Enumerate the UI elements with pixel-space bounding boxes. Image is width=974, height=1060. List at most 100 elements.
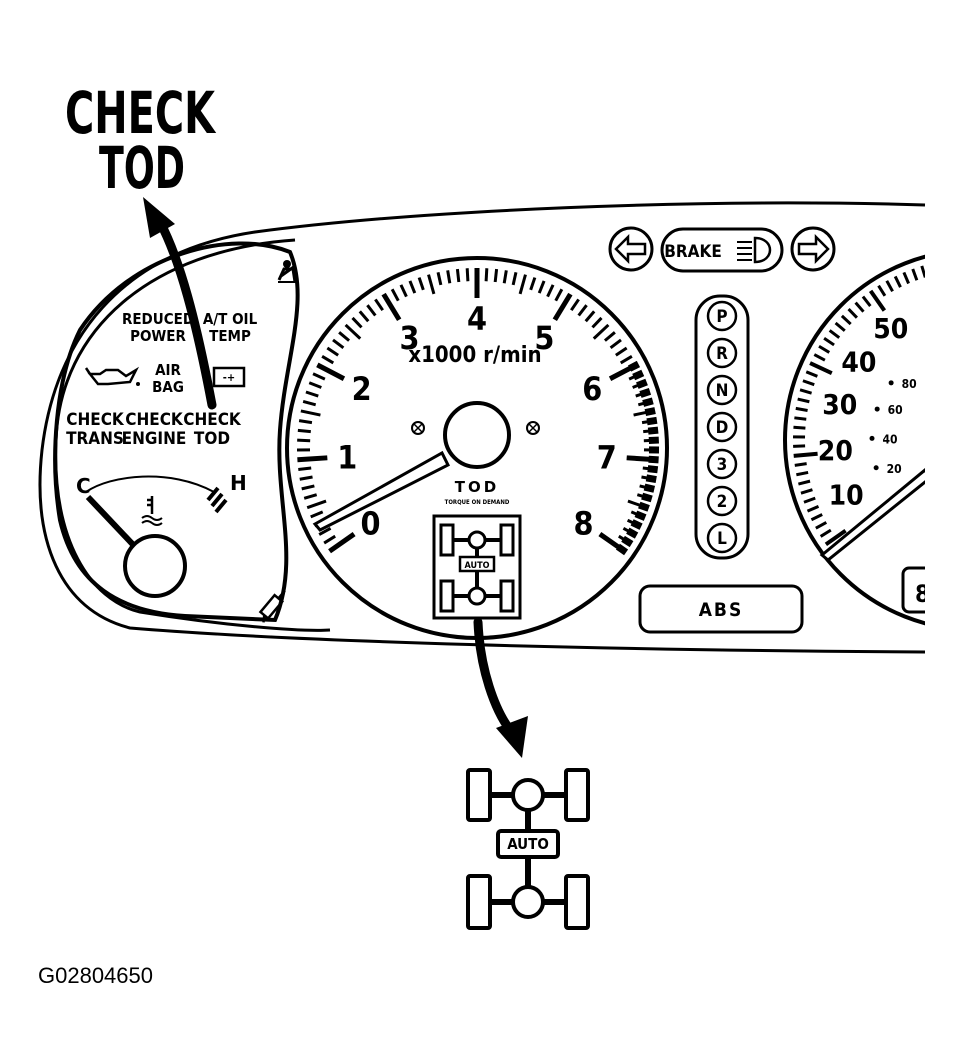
tod-drivetrain-indicator: AUTO — [432, 514, 522, 620]
tod-subtitle: TORQUE ON DEMAND — [445, 499, 510, 506]
speedo-kmh-40: 40 — [882, 432, 897, 446]
speedo-kmh-dot — [873, 465, 879, 471]
tach-tick — [338, 331, 351, 342]
tach-tick — [436, 271, 443, 286]
speedo-tick — [920, 265, 925, 278]
tach-tick — [326, 346, 339, 357]
brake-headlight-indicator: BRAKE — [660, 227, 784, 273]
speedo-tick — [861, 295, 872, 307]
tach-tick — [366, 304, 377, 317]
left-turn-arrow-icon — [614, 233, 647, 265]
speedo-mph-20: 20 — [818, 434, 853, 467]
tach-tick — [351, 316, 363, 329]
tach-redline-segment — [645, 474, 657, 484]
right-turn-arrow-icon — [797, 233, 830, 265]
tach-tick — [603, 331, 616, 342]
tach-tick — [328, 531, 356, 554]
left-gauge-pod: REDUCED POWER A/T OIL TEMP AIR BAG -+ CH… — [53, 241, 300, 623]
tach-tick — [332, 338, 345, 349]
tach-tick — [511, 271, 518, 286]
speedo-mph-30: 30 — [822, 388, 857, 421]
speedo-tick — [813, 353, 826, 362]
speedo-tick — [902, 271, 910, 285]
gear-2: 2 — [717, 492, 728, 512]
speedo-tick — [911, 268, 919, 281]
tach-tick — [321, 355, 335, 365]
speedo-tick — [818, 344, 831, 354]
tach-redline-segment — [643, 483, 656, 493]
tach-tick — [312, 372, 326, 381]
seatbelt-icon — [277, 260, 297, 283]
gear-indicator-ring — [706, 374, 738, 406]
headlight-icon — [737, 236, 772, 264]
tach-tick — [615, 346, 628, 357]
tach-tick — [584, 310, 596, 323]
tach-redline-segment — [632, 369, 645, 381]
speedo-tick — [885, 280, 894, 293]
speedo-kmh-80: 80 — [902, 377, 917, 391]
speedo-kmh-60: 60 — [888, 403, 903, 417]
tach-tick — [374, 298, 384, 312]
speedo-tick — [793, 451, 818, 458]
tach-tick — [301, 484, 315, 491]
tach-redline-segment — [646, 416, 658, 426]
speedo-tick — [803, 496, 816, 504]
speedo-kmh-dot — [869, 435, 875, 441]
figure-id: G02804650 — [38, 963, 153, 988]
tach-redline-segment — [647, 426, 659, 435]
speedo-tick — [794, 416, 807, 421]
tach-tick — [619, 355, 633, 365]
temp-hot-label: H — [230, 471, 247, 495]
air-bag-label-2: BAG — [152, 378, 184, 396]
gear-l: L — [717, 529, 727, 549]
at-oil-temp-label-2: TEMP — [209, 327, 251, 345]
gear-indicator-ring — [706, 337, 738, 369]
tach-tick — [344, 323, 362, 340]
gear-indicator-ring — [706, 300, 738, 332]
temp-cold-label: C — [76, 474, 91, 498]
speedo-tick — [799, 388, 812, 395]
tach-tick — [518, 274, 527, 295]
tach-tick — [609, 338, 622, 349]
tach-screw-left — [411, 421, 425, 435]
tach-number-4: 4 — [467, 300, 487, 338]
tach-tick — [316, 362, 346, 381]
battery-icon: -+ — [212, 366, 246, 388]
tach-number-1: 1 — [337, 439, 357, 477]
tach-redline-segment — [630, 519, 643, 530]
air-bag-label-1: AIR — [155, 361, 181, 379]
speedo-tick — [931, 263, 934, 275]
speedo-tick — [794, 462, 807, 467]
speedo-mph-40: 40 — [841, 346, 876, 379]
temp-gauge-hub — [123, 534, 187, 598]
tach-tick — [303, 493, 318, 500]
abs-label: ABS — [699, 599, 744, 621]
check-trans-label-2: TRANS — [66, 429, 124, 449]
speedo-tick — [828, 329, 841, 339]
tach-tick — [298, 419, 313, 425]
coolant-temp-icon — [141, 496, 163, 526]
tach-tick — [302, 399, 317, 407]
tach-tick — [306, 499, 327, 510]
speedo-kmh-dot — [888, 380, 894, 386]
speedo-tick — [877, 284, 887, 297]
tach-tick — [484, 268, 489, 282]
check-tod-label-2: TOD — [194, 429, 230, 449]
tach-tick — [570, 298, 580, 312]
speedo-tick — [959, 259, 961, 283]
speedo-tick — [940, 261, 942, 273]
speedo-tick — [840, 314, 852, 326]
speedo-tick — [795, 406, 808, 412]
tach-redline-segment — [639, 388, 652, 398]
tach-tick — [318, 527, 332, 536]
tach-number-6: 6 — [582, 370, 602, 408]
gear-n: N — [716, 381, 729, 401]
speedo-tick — [805, 370, 818, 378]
turn-signal-right — [790, 226, 836, 272]
tach-tick — [310, 510, 324, 519]
speedo-tick — [793, 425, 806, 430]
tach-redline-segment — [636, 378, 648, 389]
